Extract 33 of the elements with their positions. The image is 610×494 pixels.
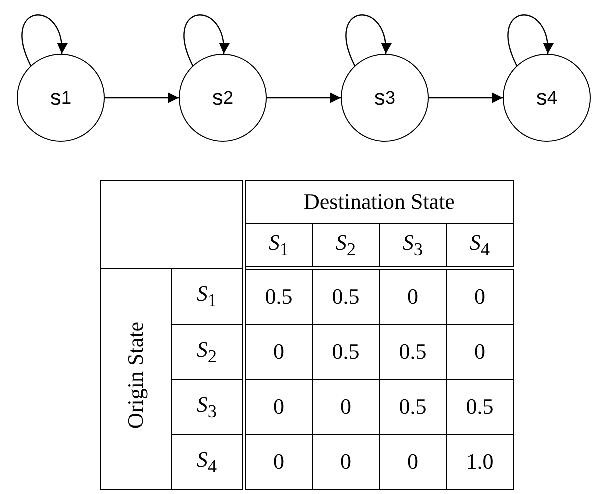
probability-value: 0 bbox=[274, 449, 284, 474]
arrow bbox=[429, 92, 503, 104]
probability-value: 0.5 bbox=[466, 394, 494, 419]
probability-value: 0.5 bbox=[399, 394, 427, 419]
probability-value: 0 bbox=[474, 339, 486, 364]
probability-value: 0.5 bbox=[332, 284, 360, 309]
probability-value: 0 bbox=[340, 394, 352, 419]
self-loop-arrow bbox=[22, 14, 67, 66]
state-header: S$_{1}$ bbox=[268, 230, 290, 255]
probability-value: 0 bbox=[274, 339, 284, 364]
state-header: S$_{4}$ bbox=[470, 230, 490, 255]
probability-value: 0 bbox=[274, 394, 284, 419]
state-header: S$_{1}$ bbox=[196, 281, 218, 306]
state-header: S$_{3}$ bbox=[402, 230, 424, 255]
self-loop-arrow bbox=[346, 14, 391, 66]
probability-value: 0 bbox=[408, 284, 418, 309]
probability-value: 0.5 bbox=[399, 339, 427, 364]
arrow bbox=[267, 92, 341, 104]
probability-value: 1.0 bbox=[466, 449, 494, 474]
column-heading: Destination State bbox=[304, 189, 455, 214]
probability-value: 0 bbox=[408, 449, 418, 474]
state-header: S$_{4}$ bbox=[196, 446, 218, 472]
self-loop-arrow bbox=[184, 14, 229, 66]
row-heading: Origin State bbox=[123, 322, 149, 430]
state-header: S$_{2}$ bbox=[336, 230, 356, 255]
self-loop-arrow bbox=[508, 14, 553, 66]
probability-value: 0.5 bbox=[332, 339, 360, 364]
arrow bbox=[105, 92, 179, 104]
probability-value: 0.5 bbox=[265, 284, 293, 309]
state-header: S$_{2}$ bbox=[196, 336, 218, 362]
probability-value: 0 bbox=[474, 284, 486, 309]
probability-value: 0 bbox=[340, 449, 352, 474]
state-header: S$_{3}$ bbox=[196, 392, 218, 417]
